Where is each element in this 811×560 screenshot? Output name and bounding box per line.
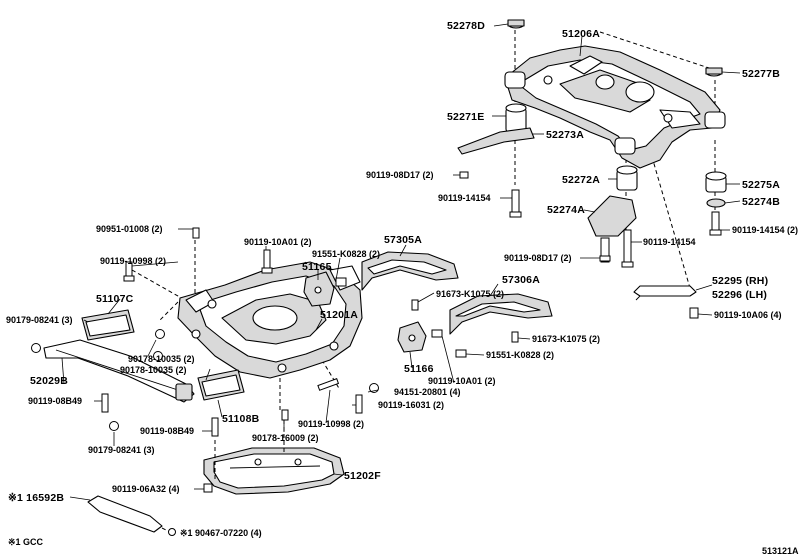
braces-57305A-57306A <box>361 251 553 335</box>
label-90119-08B49-a: 90119-08B49 <box>28 396 82 406</box>
label-90951-01008: 90951-01008 (2) <box>96 224 163 234</box>
front-bolts <box>31 227 519 536</box>
label-57305A: 57305A <box>384 234 422 246</box>
label-90178-10035-a: 90178-10035 (2) <box>128 354 195 364</box>
brackets-51165-51166 <box>303 271 427 353</box>
label-52273A: 52273A <box>546 129 584 141</box>
rear-bolts <box>459 171 722 319</box>
label-90119-14154-b: 90119-14154 <box>643 237 696 247</box>
label-90179-08241-b: 90179-08241 (3) <box>88 445 155 455</box>
footnote: ※1 GCC <box>8 537 44 547</box>
label-51165: 51165 <box>302 261 332 273</box>
cover-51202F <box>203 420 345 495</box>
label-51206A: 51206A <box>562 28 600 40</box>
label-52296: 52296 (LH) <box>712 289 767 301</box>
label-52274B: 52274B <box>742 196 780 208</box>
label-51166: 51166 <box>404 363 434 375</box>
label-52271E: 52271E <box>447 111 484 123</box>
label-90119-06A32: 90119-06A32 (4) <box>112 484 180 494</box>
rear-bushings <box>457 19 727 301</box>
label-90119-14154-a: 90119-14154 <box>438 193 491 203</box>
label-91673-K1075-b: 91673-K1075 (2) <box>532 334 600 344</box>
label-91551-K0828-b: 91551-K0828 (2) <box>486 350 554 360</box>
label-90119-10998-a: 90119-10998 (2) <box>100 256 166 266</box>
label-91551-K0828-a: 91551-K0828 (2) <box>312 249 380 259</box>
label-90119-10998-b: 90119-10998 (2) <box>298 419 364 429</box>
label-90119-08D17-b: 90119-08D17 (2) <box>504 253 572 263</box>
label-90119-14154-c: 90119-14154 (2) <box>732 225 798 235</box>
label-90119-08D17-a: 90119-08D17 (2) <box>366 170 434 180</box>
front-braces <box>43 309 245 403</box>
figure-code: 513121A <box>762 546 799 556</box>
label-52277B: 52277B <box>742 68 780 80</box>
rear-subframe-51206A <box>504 30 726 296</box>
label-51107C: 51107C <box>96 293 134 305</box>
label-90178-16009: 90178-16009 (2) <box>252 433 319 443</box>
label-90119-10A01-b: 90119-10A01 (2) <box>428 376 496 386</box>
label-51201A: 51201A <box>320 309 358 321</box>
label-90119-16031: 90119-16031 (2) <box>378 400 444 410</box>
label-94151-20801: 94151-20801 (4) <box>394 387 461 397</box>
label-90119-10A06: 90119-10A06 (4) <box>714 310 782 320</box>
label-52274A: 52274A <box>547 204 585 216</box>
part-labels: 52278D 51206A 52277B 52271E 52273A 90119… <box>6 20 799 556</box>
label-52029B: 52029B <box>30 375 68 387</box>
label-16592B: ※1 16592B <box>8 492 64 504</box>
label-90467-07220: ※1 90467-07220 (4) <box>180 528 262 538</box>
label-90179-08241-a: 90179-08241 (3) <box>6 315 73 325</box>
label-52272A: 52272A <box>562 174 600 186</box>
label-52278D: 52278D <box>447 20 485 32</box>
leader-lines <box>61 23 741 501</box>
label-57306A: 57306A <box>502 274 540 286</box>
label-90119-08B49-b: 90119-08B49 <box>140 426 194 436</box>
label-51202F: 51202F <box>344 470 381 482</box>
label-51108B: 51108B <box>222 413 260 425</box>
label-52295: 52295 (RH) <box>712 275 768 287</box>
label-90119-10A01-a: 90119-10A01 (2) <box>244 237 312 247</box>
label-90178-10035-b: 90178-10035 (2) <box>120 365 187 375</box>
label-91673-K1075-a: 91673-K1075 (2) <box>436 289 504 299</box>
strip-16592B <box>87 495 171 533</box>
label-52275A: 52275A <box>742 179 780 191</box>
